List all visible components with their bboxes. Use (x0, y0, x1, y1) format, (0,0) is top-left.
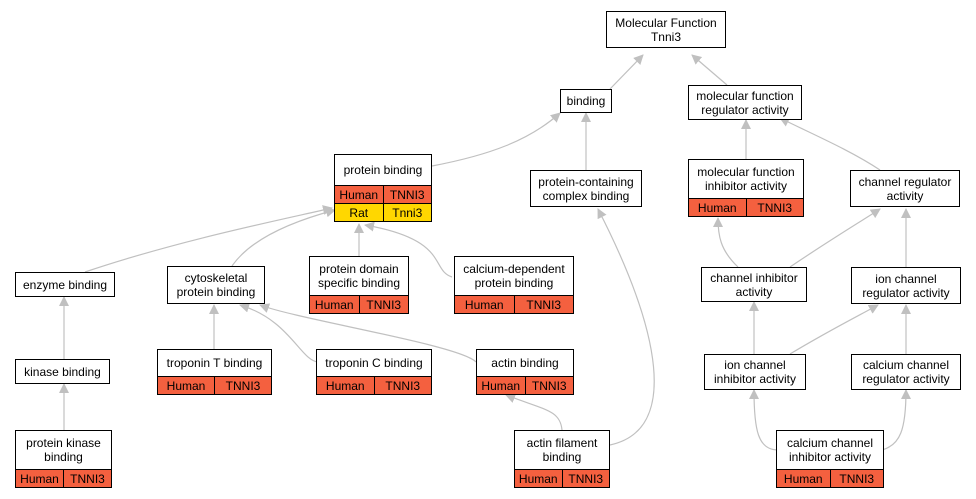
node-label: calcium channel regulator activity (862, 358, 950, 386)
species-cell: Rat (349, 205, 369, 220)
annotation-row: Human TNNI3 (689, 198, 803, 216)
node-label: channel regulator activity (858, 174, 952, 203)
gene-cell: TNNI3 (373, 377, 432, 394)
node-channel-regulator-activity[interactable]: channel regulator activity (850, 170, 960, 207)
edge-pb-binding (431, 112, 561, 167)
edge-cia-mfia (713, 217, 739, 268)
species-cell: Human (518, 471, 558, 486)
gene-cell: TNNI3 (745, 199, 804, 216)
species-cell: Human (339, 187, 379, 202)
edge-eb-pb (84, 205, 333, 273)
node-label: calcium channel inhibitor activity (786, 436, 874, 464)
gene-cell: TNNI3 (829, 470, 884, 487)
node-label: kinase binding (24, 364, 101, 379)
node-label: channel inhibitor activity (710, 270, 798, 299)
edge-icia-icra (789, 304, 879, 355)
annotation-row: Rat Tnni3 (335, 203, 431, 221)
node-binding[interactable]: binding (560, 89, 612, 113)
node-label: protein-containing complex binding (538, 174, 634, 203)
edge-ab-cyto (259, 303, 477, 363)
annotation-row: Human TNNI3 (16, 469, 111, 487)
edge-tcb-cyto (239, 302, 319, 363)
edge-ccia-icia (749, 389, 779, 451)
node-label: calcium-dependent protein binding (463, 262, 565, 290)
edge-binding-root (609, 54, 644, 90)
species-cell: Human (783, 471, 823, 486)
species-cell: Human (166, 378, 206, 393)
node-protein-containing-complex-binding[interactable]: protein-containing complex binding (530, 170, 642, 207)
node-channel-inhibitor-activity[interactable]: channel inhibitor activity (701, 267, 807, 302)
edge-afb-pccb (597, 208, 655, 446)
gene-cell: Tnni3 (382, 204, 432, 221)
gene-cell: TNNI3 (513, 296, 574, 313)
edge-cra-mfra (779, 117, 881, 171)
species-cell: Human (481, 378, 521, 393)
node-ion-channel-inhibitor-activity[interactable]: ion channel inhibitor activity (704, 354, 806, 390)
edge-cia-cra (789, 208, 881, 268)
node-label: molecular function regulator activity (696, 88, 794, 117)
node-label: ion channel inhibitor activity (713, 358, 797, 386)
gene-cell: TNNI3 (382, 186, 432, 203)
edge-cyto-pb (231, 207, 336, 267)
species-cell: Human (314, 297, 354, 312)
node-label: enzyme binding (22, 277, 108, 292)
node-calcium-channel-regulator-activity[interactable]: calcium channel regulator activity (851, 354, 961, 390)
annotation-row: Human TNNI3 (455, 295, 573, 313)
edge-afb-ab (505, 393, 563, 431)
node-label: protein binding (343, 163, 423, 177)
annotation-row: Human TNNI3 (158, 376, 271, 394)
edge-mfra-root (691, 54, 728, 86)
species-cell: Human (464, 297, 504, 312)
annotation-row: Human TNNI3 (317, 376, 431, 394)
gene-cell: TNNI3 (524, 377, 574, 394)
node-label: actin filament binding (526, 436, 598, 464)
node-label: protein kinase binding (26, 436, 101, 464)
node-label: binding (566, 94, 606, 108)
node-root[interactable]: Molecular Function Tnni3 (606, 11, 726, 48)
node-molecular-function-regulator-activity[interactable]: molecular function regulator activity (688, 85, 802, 120)
edge-cdpb-pb (364, 221, 453, 278)
gene-cell: TNNI3 (561, 470, 610, 487)
species-cell: Human (20, 471, 59, 486)
gene-cell: TNNI3 (63, 470, 111, 487)
node-enzyme-binding[interactable]: enzyme binding (15, 272, 115, 297)
node-label: troponin T binding (166, 356, 263, 370)
node-label: Molecular Function Tnni3 (615, 15, 717, 44)
species-cell: Human (325, 378, 365, 393)
node-label: ion channel regulator activity (862, 271, 950, 300)
node-label: molecular function inhibitor activity (697, 165, 795, 193)
gene-cell: TNNI3 (214, 377, 271, 394)
species-cell: Human (697, 200, 737, 215)
node-label: troponin C binding (325, 356, 423, 370)
node-cytoskeletal-protein-binding[interactable]: cytoskeletal protein binding (167, 266, 265, 304)
edge-ccia-ccra (881, 389, 911, 451)
node-label: cytoskeletal protein binding (176, 271, 256, 299)
annotation-row: Human TNNI3 (310, 295, 408, 313)
gene-cell: TNNI3 (358, 296, 409, 313)
node-ion-channel-regulator-activity[interactable]: ion channel regulator activity (851, 267, 961, 304)
node-label: protein domain specific binding (317, 262, 401, 290)
node-kinase-binding[interactable]: kinase binding (15, 359, 110, 384)
annotation-row: Human TNNI3 (777, 469, 883, 487)
node-label: actin binding (491, 356, 559, 370)
